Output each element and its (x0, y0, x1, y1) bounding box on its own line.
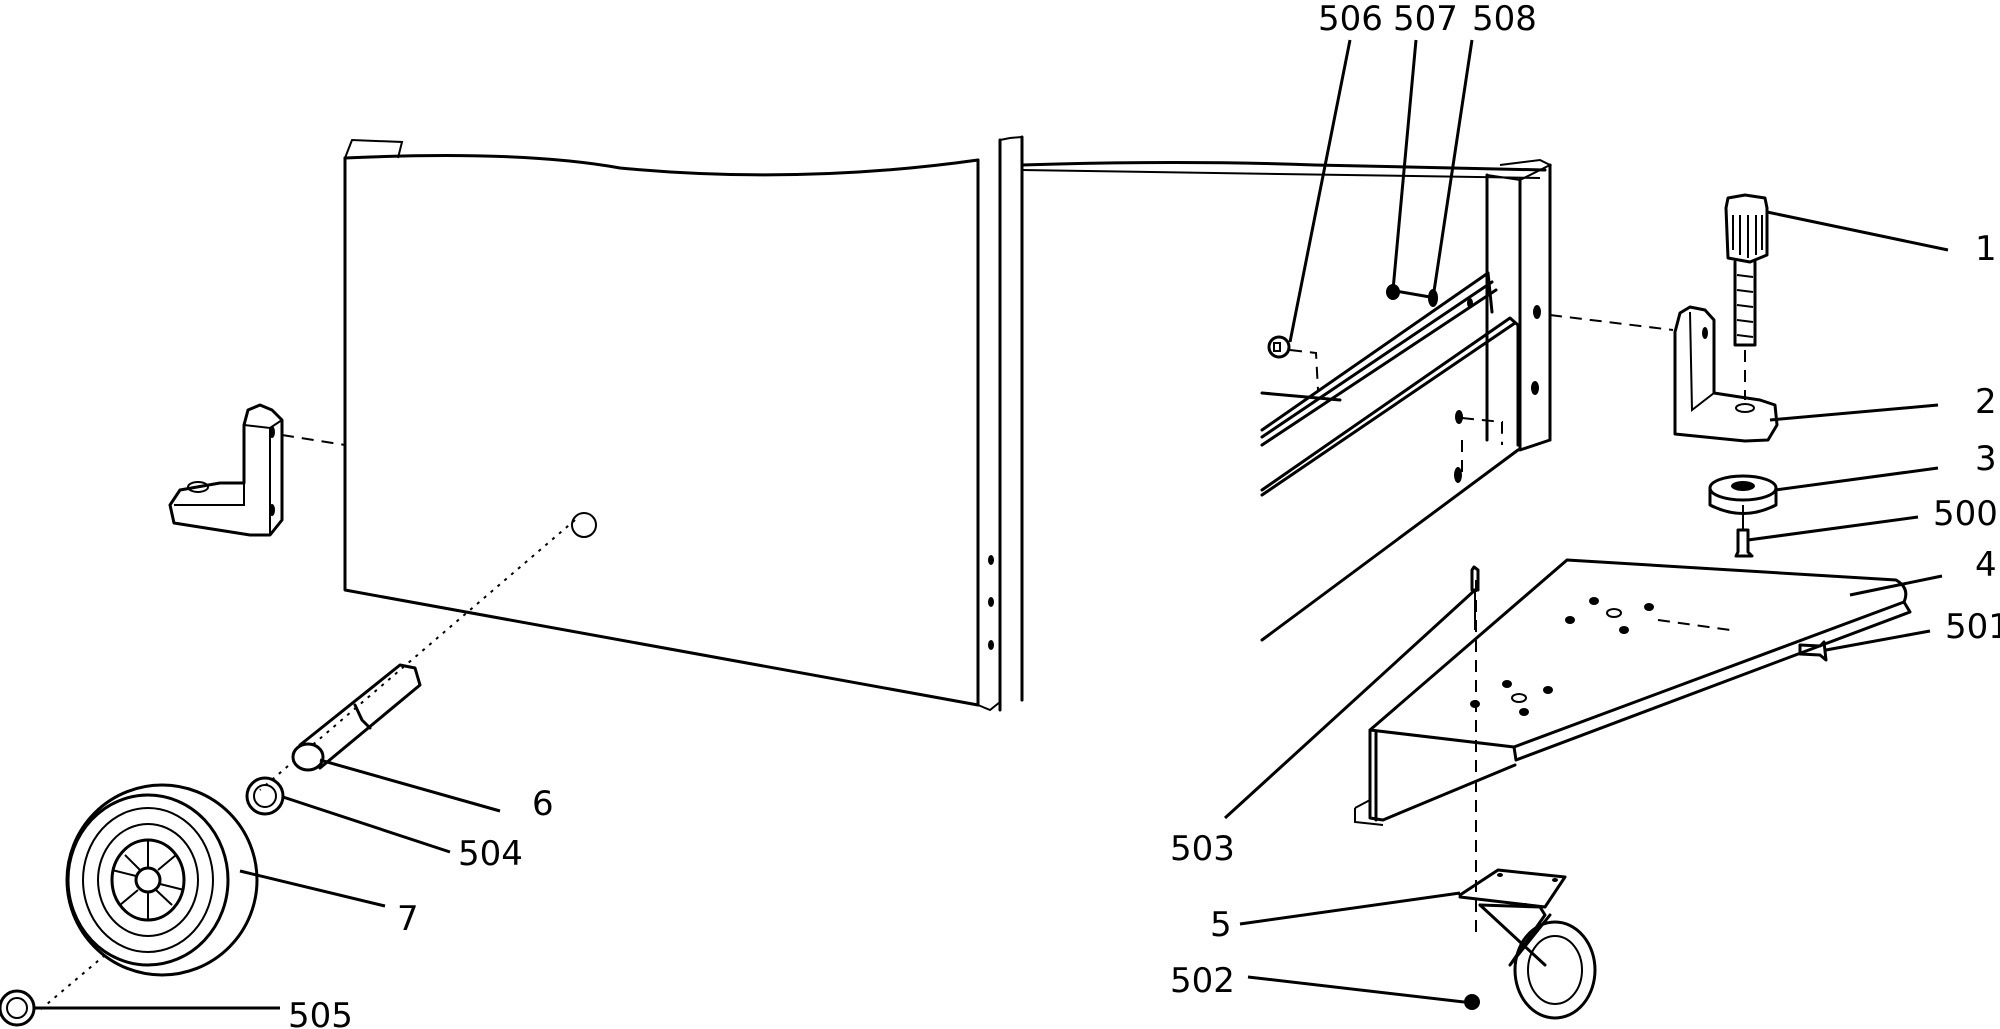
callout-7: 7 (397, 899, 419, 939)
foot-pad-part-3 (1708, 474, 1778, 530)
bolt-part-503 (1470, 565, 1480, 630)
right-l-bracket-part-2 (1549, 305, 1779, 443)
washer-part-504 (245, 776, 285, 816)
callout-506: 506 (1318, 0, 1383, 39)
washer-part-505 (0, 989, 36, 1027)
swivel-caster-part-5 (1458, 868, 1597, 1020)
caster-mounting-plate (1354, 558, 1912, 940)
callout-1: 1 (1975, 229, 1997, 269)
leader-lines (34, 39, 1949, 1010)
left-l-bracket (168, 403, 346, 537)
cabinet-body (343, 135, 1553, 712)
callout-5: 5 (1210, 905, 1232, 945)
callout-502: 502 (1170, 961, 1235, 1001)
bolt-part-501 (1798, 640, 1828, 662)
callout-4: 4 (1975, 545, 1997, 585)
axle-part-6 (259, 512, 597, 791)
adjusting-screw-part-1 (1724, 193, 1769, 400)
screw-part-500 (1734, 528, 1754, 558)
callout-504: 504 (458, 834, 523, 874)
wheel-part-7 (39, 783, 259, 1011)
callout-3: 3 (1975, 439, 1997, 479)
callout-505: 505 (288, 996, 353, 1029)
callout-labels: 506 507 508 1 2 3 500 4 501 6 504 7 505 … (288, 0, 2000, 1029)
callout-501: 501 (1945, 607, 2000, 647)
callout-503: 503 (1170, 829, 1235, 869)
callout-2: 2 (1975, 382, 1997, 422)
callout-507: 507 (1393, 0, 1458, 39)
callout-500: 500 (1933, 494, 1998, 534)
callout-508: 508 (1472, 0, 1537, 39)
nut-part-502 (1464, 994, 1480, 1010)
fasteners-506-507-508 (1267, 284, 1503, 483)
callout-6: 6 (532, 784, 554, 824)
